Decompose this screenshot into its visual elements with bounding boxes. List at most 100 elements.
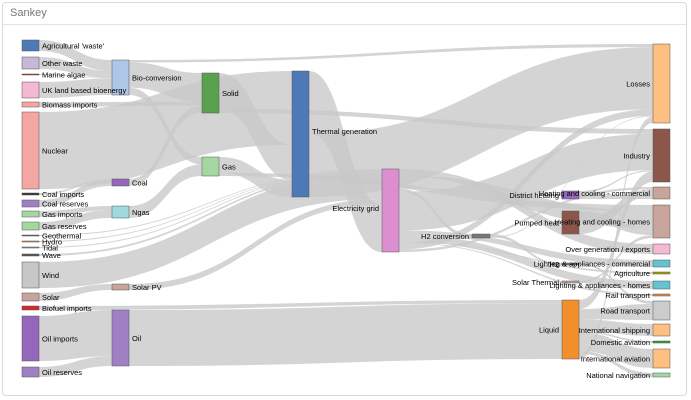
- node-solar_thermal[interactable]: [561, 280, 580, 284]
- node-light_homes[interactable]: [652, 280, 671, 290]
- link-pumped_heat-heat_commercial[interactable]: [579, 189, 653, 234]
- node-bio_imports[interactable]: [21, 101, 40, 108]
- link-solar_thermal-heat_homes[interactable]: [579, 235, 653, 283]
- link-electricity-light_homes[interactable]: [399, 234, 653, 289]
- node-electricity[interactable]: [381, 168, 400, 253]
- node-national_navigation[interactable]: [652, 372, 671, 378]
- link-bio_conversion-losses[interactable]: [129, 44, 653, 63]
- link-ngas-gas[interactable]: [129, 164, 202, 218]
- label-solar: Solar: [42, 293, 60, 302]
- link-electricity-heat_commercial[interactable]: [399, 187, 653, 252]
- node-solid[interactable]: [201, 72, 220, 114]
- link-coal_imports-coal[interactable]: [39, 179, 112, 195]
- link-tidal-electricity[interactable]: [39, 170, 382, 248]
- node-hydro[interactable]: [21, 240, 40, 243]
- link-electricity-losses[interactable]: [399, 109, 653, 250]
- node-over_gen[interactable]: [652, 243, 671, 255]
- link-liquid-road[interactable]: [579, 303, 653, 320]
- link-h2_conv-h2[interactable]: [490, 234, 562, 265]
- node-geothermal[interactable]: [21, 234, 40, 237]
- node-oil_imports[interactable]: [21, 315, 40, 362]
- node-uk_bio[interactable]: [21, 81, 40, 99]
- link-electricity-rail[interactable]: [399, 242, 653, 296]
- node-gas_reserves[interactable]: [21, 221, 40, 231]
- node-thermal[interactable]: [291, 70, 310, 198]
- link-solid-thermal[interactable]: [219, 73, 292, 181]
- node-other_waste[interactable]: [21, 56, 40, 70]
- link-geothermal-electricity[interactable]: [39, 169, 382, 236]
- link-oil_reserves-oil[interactable]: [39, 356, 112, 377]
- link-coal_reserves-coal[interactable]: [39, 180, 112, 207]
- link-solar-solar_pv[interactable]: [39, 284, 112, 301]
- node-pumped_heat[interactable]: [561, 210, 580, 235]
- node-marine_algae[interactable]: [21, 73, 40, 76]
- node-intl_aviation[interactable]: [652, 348, 671, 369]
- node-district_heating[interactable]: [561, 190, 580, 200]
- label-ngas: Ngas: [132, 208, 150, 217]
- label-hydro: Hydro: [42, 238, 62, 247]
- link-district_heating-industry[interactable]: [579, 170, 653, 193]
- link-oil-liquid[interactable]: [129, 303, 562, 366]
- node-shipping[interactable]: [652, 323, 671, 337]
- node-coal[interactable]: [111, 178, 130, 187]
- node-oil_reserves[interactable]: [21, 366, 40, 378]
- label-light_commercial: Lighting & appliances - commercial: [534, 260, 651, 269]
- node-bio_conversion[interactable]: [111, 59, 130, 96]
- node-tidal[interactable]: [21, 246, 40, 249]
- link-wind-electricity[interactable]: [39, 172, 382, 288]
- node-industry[interactable]: [652, 128, 671, 183]
- node-wind[interactable]: [21, 261, 40, 289]
- link-h2-road[interactable]: [579, 263, 653, 304]
- link-liquid-domestic_aviation[interactable]: [579, 331, 653, 343]
- link-coal-solid[interactable]: [129, 105, 202, 186]
- label-h2_conv: H2 conversion: [421, 232, 469, 241]
- node-gas[interactable]: [201, 156, 220, 177]
- node-solar[interactable]: [21, 292, 40, 302]
- link-oil_imports-oil[interactable]: [39, 310, 112, 361]
- node-solar_pv[interactable]: [111, 283, 130, 291]
- node-domestic_aviation[interactable]: [652, 340, 671, 344]
- link-liquid-intl_aviation[interactable]: [579, 332, 653, 368]
- node-losses[interactable]: [652, 43, 671, 124]
- link-wave-electricity[interactable]: [39, 170, 382, 256]
- node-oil[interactable]: [111, 309, 130, 367]
- panel-title: Sankey: [10, 7, 47, 19]
- node-liquid[interactable]: [561, 299, 580, 360]
- node-h2_conv[interactable]: [471, 233, 491, 239]
- node-h2[interactable]: [561, 262, 580, 266]
- link-liquid-losses[interactable]: [579, 116, 653, 359]
- link-hydro-electricity[interactable]: [39, 169, 382, 242]
- link-thermal-losses[interactable]: [309, 47, 653, 197]
- node-agriculture[interactable]: [652, 271, 671, 275]
- link-h2_conv-losses[interactable]: [490, 115, 653, 238]
- link-uk_bio-bio_conversion[interactable]: [39, 78, 112, 98]
- node-coal_imports[interactable]: [21, 192, 40, 196]
- node-road[interactable]: [652, 300, 671, 321]
- link-electricity-agriculture[interactable]: [399, 241, 653, 274]
- node-light_commercial[interactable]: [652, 259, 671, 268]
- link-district_heating-heat_commercial[interactable]: [579, 193, 653, 199]
- node-ag_waste[interactable]: [21, 39, 40, 52]
- link-liquid-national_navigation[interactable]: [579, 351, 653, 377]
- node-heat_homes[interactable]: [652, 204, 671, 239]
- node-nuclear[interactable]: [21, 111, 40, 190]
- node-heat_commercial[interactable]: [652, 186, 671, 200]
- link-solar_pv-electricity[interactable]: [129, 198, 382, 290]
- link-gas_imports-ngas[interactable]: [39, 206, 112, 217]
- link-electricity-over_gen[interactable]: [399, 169, 653, 254]
- link-biofuel_imports-liquid[interactable]: [39, 300, 562, 310]
- node-ngas[interactable]: [111, 205, 130, 219]
- link-marine_algae-bio_conversion[interactable]: [39, 74, 112, 79]
- link-gas-thermal[interactable]: [219, 157, 292, 197]
- node-wave[interactable]: [21, 253, 40, 257]
- label-electricity: Electricity grid: [332, 204, 379, 213]
- link-gas_reserves-ngas[interactable]: [39, 209, 112, 230]
- link-ag_waste-bio_conversion[interactable]: [39, 40, 112, 72]
- node-coal_reserves[interactable]: [21, 199, 40, 208]
- node-rail[interactable]: [652, 293, 671, 297]
- link-liquid-shipping[interactable]: [579, 319, 653, 336]
- node-biofuel_imports[interactable]: [21, 305, 40, 311]
- link-other_waste-bio_conversion[interactable]: [39, 57, 112, 79]
- node-gas_imports[interactable]: [21, 210, 40, 218]
